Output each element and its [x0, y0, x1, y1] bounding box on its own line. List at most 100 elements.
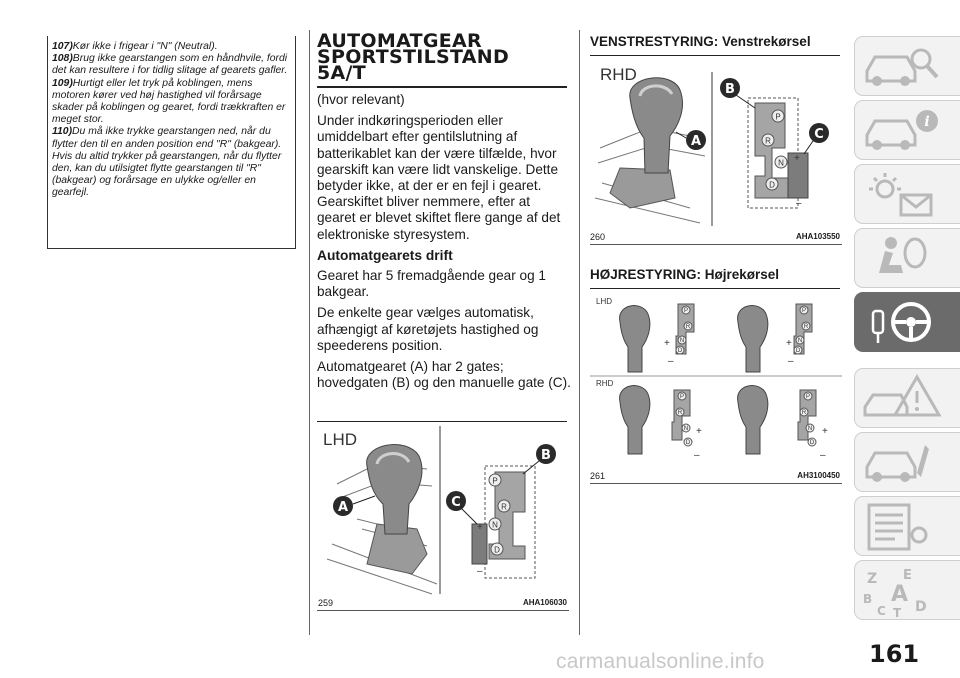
svg-text:+: +: [822, 426, 828, 437]
svg-text:R: R: [678, 410, 683, 416]
title-rule: [317, 86, 567, 88]
qualifier: (hvor relevant): [317, 92, 405, 107]
svg-text:R: R: [765, 137, 771, 146]
svg-text:N: N: [680, 338, 684, 344]
svg-text:T: T: [893, 606, 902, 619]
nav-tab-airbag-seat[interactable]: [854, 228, 960, 288]
svg-text:R: R: [804, 324, 809, 330]
svg-text:P: P: [775, 113, 780, 122]
svg-text:D: D: [678, 348, 683, 354]
svg-text:D: D: [810, 440, 815, 446]
svg-text:–: –: [820, 450, 826, 461]
callout-a: A: [338, 500, 348, 515]
svg-text:D: D: [915, 599, 927, 615]
svg-text:B: B: [725, 82, 735, 97]
svg-text:P: P: [492, 477, 497, 486]
heading-rule: [590, 55, 840, 56]
svg-text:D: D: [796, 348, 801, 354]
figure-bottom-rule: [590, 483, 842, 484]
svg-text:+: +: [696, 426, 702, 437]
svg-text:C: C: [877, 604, 886, 618]
svg-text:B: B: [863, 592, 872, 606]
paragraph: Under indkøringsperioden eller umiddelba…: [317, 113, 561, 242]
svg-text:N: N: [798, 338, 802, 344]
svg-text:E: E: [903, 568, 912, 583]
column-divider: [579, 30, 580, 635]
paragraph: De enkelte gear vælges automatisk, afhæn…: [317, 305, 539, 353]
svg-text:D: D: [769, 181, 775, 190]
svg-text:R: R: [802, 410, 807, 416]
warning-108: 108)Brug ikke gearstangen som en håndhvi…: [52, 53, 288, 77]
watermark: carmanualsonline.info: [556, 650, 765, 673]
nav-tab-car-info[interactable]: i: [854, 100, 960, 160]
figure-259-code: AHA106030: [522, 598, 567, 607]
svg-text:–: –: [796, 198, 802, 209]
fig261-lhd-label: LHD: [596, 297, 612, 306]
paragraph: Gearet har 5 fremadgående gear og 1 bakg…: [317, 268, 546, 300]
specifications-list-icon: [867, 503, 928, 551]
svg-text:–: –: [477, 566, 483, 577]
car-service-icon: [865, 445, 929, 482]
figure-261-number: 261: [590, 471, 606, 481]
fig261-rhd-label: RHD: [596, 379, 614, 388]
svg-text:N: N: [778, 159, 784, 168]
fig259-lhd-label: LHD: [323, 430, 357, 449]
svg-text:R: R: [501, 503, 507, 512]
warning-notes-box: 107)Kør ikke i frigear i "N" (Neutral). …: [47, 36, 296, 249]
figure-bottom-rule: [590, 244, 842, 245]
svg-text:P: P: [802, 308, 806, 314]
svg-text:D: D: [686, 440, 691, 446]
figure-261-code: AH3100450: [797, 471, 840, 480]
car-search-icon: [865, 48, 939, 86]
svg-text:R: R: [686, 324, 691, 330]
alphabetical-index-icon: Z E B A C T D: [863, 568, 927, 620]
column-divider: [309, 30, 310, 635]
svg-text:N: N: [808, 426, 812, 432]
nav-tab-car-search[interactable]: [854, 36, 960, 96]
nav-tab-dashboard-lights[interactable]: [854, 164, 960, 224]
svg-text:P: P: [684, 308, 688, 314]
page-number: 161: [869, 640, 920, 668]
warning-109: 109)Hurtigt eller let tryk på koblingen,…: [52, 77, 286, 126]
figure-259-illustration: LHD A P R N D + – B C: [323, 426, 556, 595]
nav-tab-warning-triangle[interactable]: [854, 368, 960, 428]
subheading: Automatgearets drift: [317, 247, 453, 263]
fig260-rhd-label: RHD: [600, 65, 637, 84]
svg-text:Z: Z: [867, 571, 877, 587]
callout-c: C: [451, 495, 461, 510]
figure-261-illustration: LHD RHD P R N D P R N D P R N D P R N D …: [590, 297, 842, 461]
nav-tab-alphabetical-index[interactable]: Z E B A C T D: [854, 560, 960, 620]
dashboard-lights-icon: [869, 173, 933, 217]
warning-107: 107)Kør ikke i frigear i "N" (Neutral).: [52, 41, 218, 52]
svg-text:+: +: [664, 338, 670, 349]
svg-text:A: A: [891, 582, 908, 607]
paragraph: Automatgearet (A) har 2 gates; hovedgate…: [317, 359, 571, 391]
nav-tab-car-service[interactable]: [854, 432, 960, 492]
warning-110: 110)Du må ikke trykke gearstangen ned, n…: [52, 126, 282, 199]
fig261-heading: HØJRESTYRING: Højrekørsel: [590, 267, 780, 282]
svg-text:+: +: [786, 338, 792, 349]
car-info-icon: i: [865, 110, 938, 150]
airbag-seat-icon: [879, 237, 927, 273]
steering-key-icon: [871, 302, 931, 343]
svg-text:–: –: [694, 450, 700, 461]
figure-259-number: 259: [318, 598, 334, 608]
svg-text:+: +: [794, 153, 800, 164]
svg-text:A: A: [691, 134, 701, 149]
svg-text:+: +: [477, 522, 483, 533]
figure-260-illustration: RHD A P R N D + – B C: [594, 65, 829, 226]
nav-tab-steering-key[interactable]: [854, 292, 960, 352]
svg-text:D: D: [494, 546, 500, 555]
callout-b: B: [541, 448, 551, 463]
svg-text:P: P: [680, 394, 684, 400]
figure-260-number: 260: [590, 232, 606, 242]
figure-top-rule: [317, 421, 567, 422]
fig260-heading: VENSTRESTYRING: Venstrekørsel: [590, 34, 811, 49]
svg-text:N: N: [684, 426, 688, 432]
figure-260-code: AHA103550: [795, 232, 840, 241]
svg-text:P: P: [806, 394, 810, 400]
svg-text:–: –: [788, 356, 794, 367]
nav-tab-specifications[interactable]: [854, 496, 960, 556]
section-title: AUTOMATGEAR SPORTSTILSTAND 5A/T: [317, 30, 510, 84]
figure-bottom-rule: [317, 610, 569, 611]
